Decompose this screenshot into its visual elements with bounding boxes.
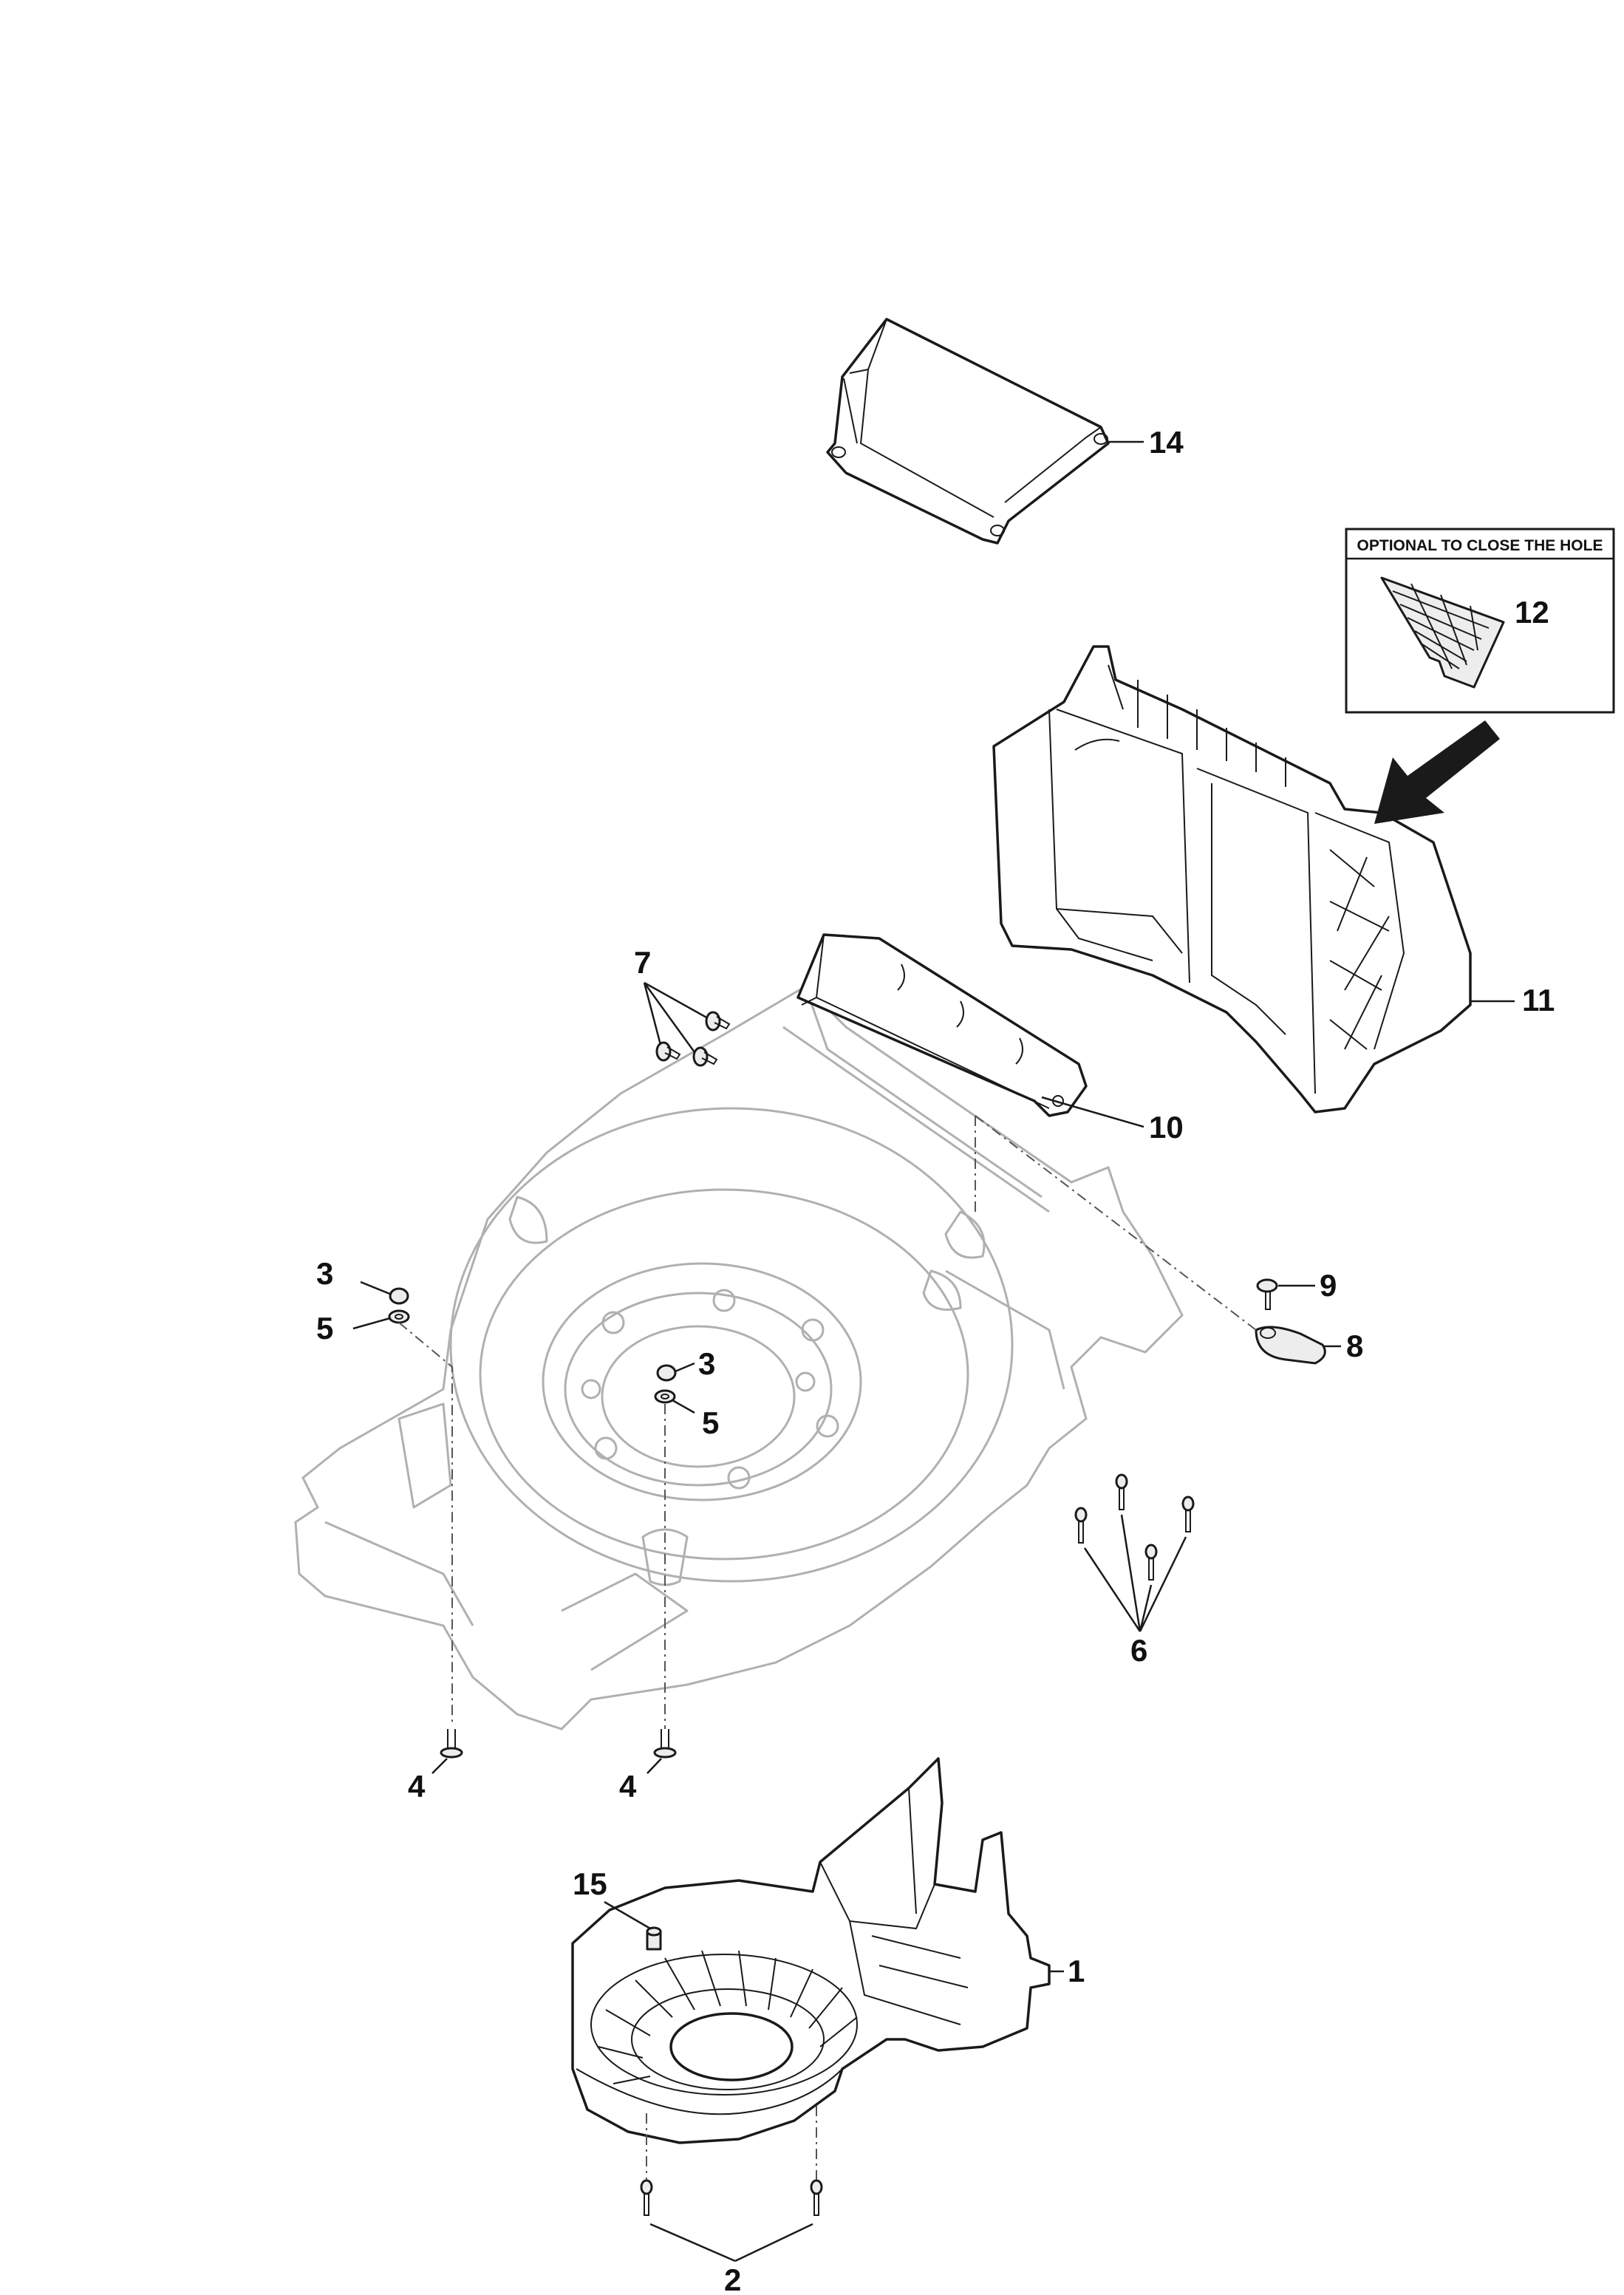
part-8-bracket: [1255, 1326, 1326, 1365]
part-12-cover: [1380, 576, 1505, 689]
part-11-chute-housing: [992, 645, 1472, 1114]
callout-4-center: 4: [619, 1769, 637, 1804]
callout-1: 1: [1068, 1954, 1085, 1988]
callout-2: 2: [724, 2262, 741, 2295]
callout-12: 12: [1515, 595, 1549, 630]
callout-8: 8: [1346, 1329, 1363, 1363]
part-10-rear-flap: [796, 933, 1088, 1117]
part-9-screw: [1256, 1278, 1278, 1310]
mower-deck: [294, 985, 1184, 1730]
callout-11: 11: [1522, 983, 1555, 1017]
part-14-guard: [826, 318, 1110, 545]
callout-3-left: 3: [316, 1256, 333, 1291]
part-3-nut-left: [389, 1287, 409, 1305]
callout-5-left: 5: [316, 1311, 333, 1346]
callout-10: 10: [1149, 1110, 1184, 1145]
part-6-screws: [1074, 1473, 1195, 1580]
part-2-screws: [640, 2179, 823, 2216]
callout-labels: 14 12 11 7 10 9 8 3 5 3 5 6 4 4 15 1 2: [316, 425, 1555, 2295]
callout-3-center: 3: [698, 1346, 715, 1381]
callout-4-left: 4: [408, 1769, 426, 1804]
inset-box: OPTIONAL TO CLOSE THE HOLE: [1345, 528, 1615, 714]
part-3-nut-center: [656, 1364, 677, 1382]
callout-9: 9: [1320, 1268, 1337, 1303]
callout-5-center: 5: [702, 1405, 719, 1440]
part-4-bolt-left: [440, 1729, 463, 1759]
part-7-screws: [655, 1011, 731, 1067]
callout-14: 14: [1149, 425, 1184, 460]
part-1-blower-housing: [571, 1757, 1051, 2144]
part-4-bolt-center: [653, 1729, 677, 1759]
inset-title: OPTIONAL TO CLOSE THE HOLE: [1357, 537, 1603, 554]
part-5-washer-left: [388, 1309, 410, 1324]
part-5-washer-center: [654, 1389, 676, 1404]
arrow-icon: [1374, 720, 1500, 824]
callout-15: 15: [573, 1866, 607, 1901]
callout-7: 7: [634, 945, 651, 980]
callout-6: 6: [1130, 1633, 1147, 1668]
